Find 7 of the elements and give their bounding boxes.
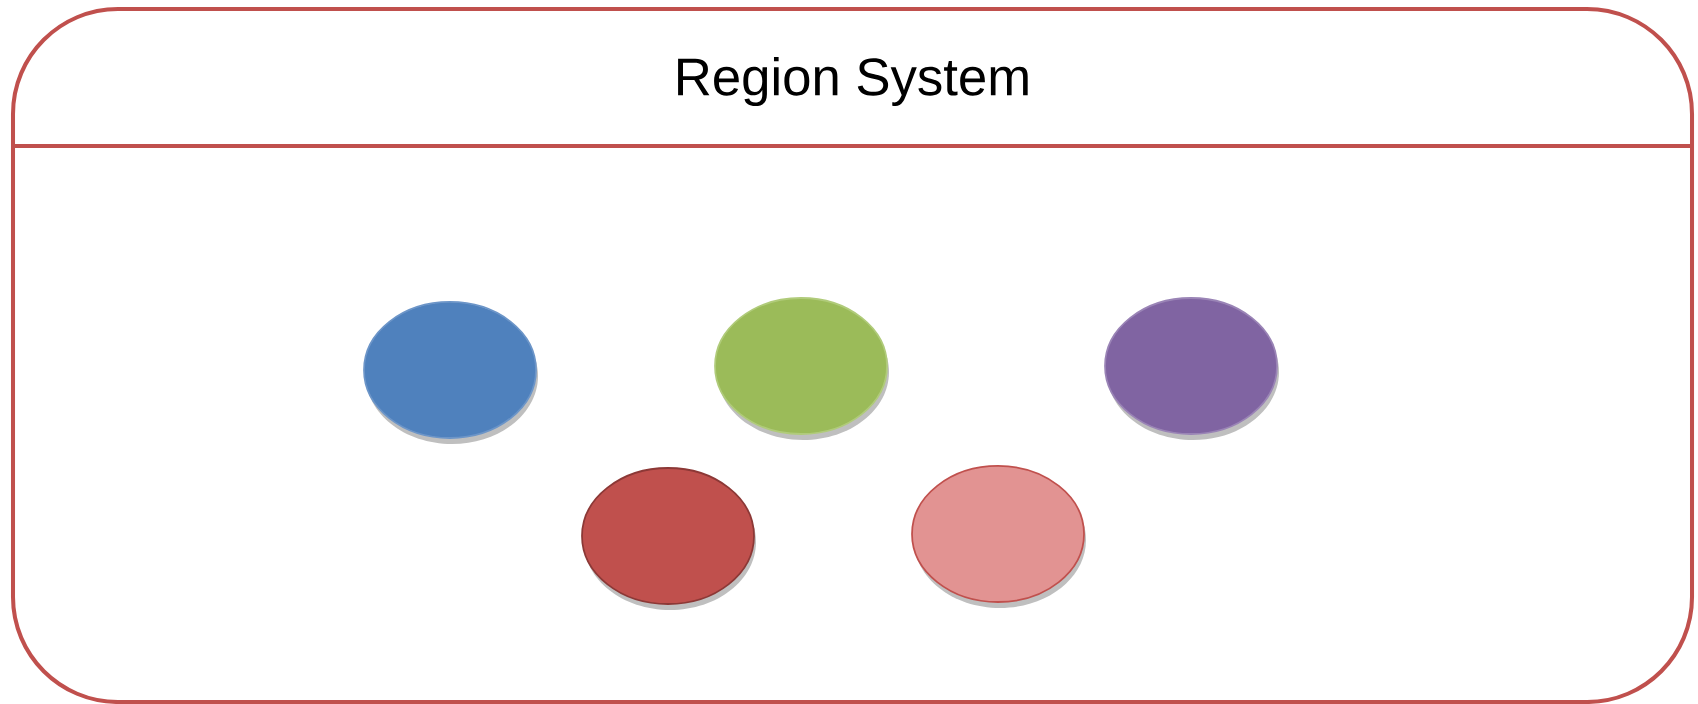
circle-shape — [363, 301, 538, 444]
container-box — [11, 6, 1695, 704]
circle-shape — [911, 465, 1086, 608]
circle-shape — [581, 467, 756, 610]
title-text: Region System — [678, 56, 1028, 107]
circle-shape — [1104, 297, 1279, 440]
circle-shape — [714, 297, 889, 440]
